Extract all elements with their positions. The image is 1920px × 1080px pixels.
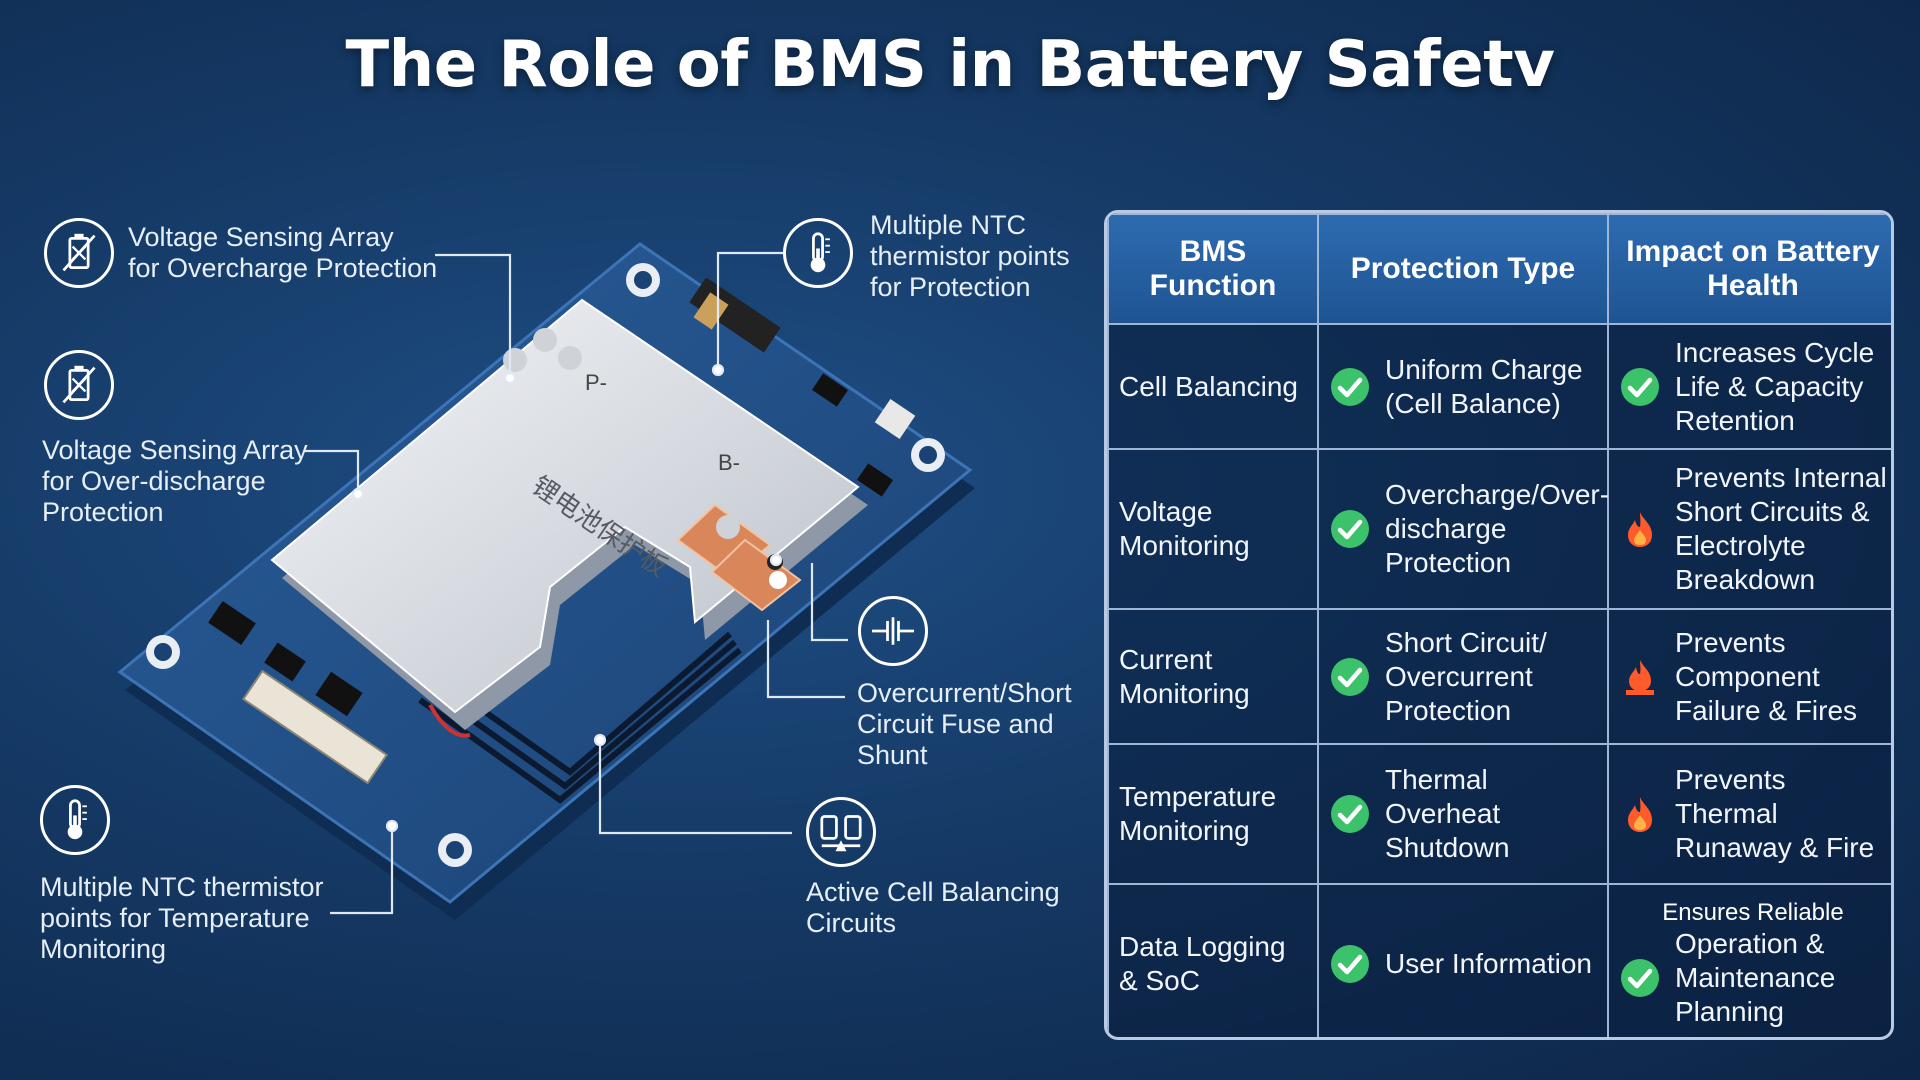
battery-cross-icon bbox=[44, 218, 114, 288]
table-row: Data Logging & SoC User Information Ensu… bbox=[1107, 883, 1891, 1037]
flame-icon bbox=[1619, 793, 1661, 835]
table-row: Temperature Monitoring Thermal Overheat … bbox=[1107, 743, 1891, 885]
check-icon bbox=[1619, 957, 1661, 999]
balance-icon bbox=[806, 797, 876, 867]
callout-over-discharge: Voltage Sensing Array for Over-discharge… bbox=[42, 435, 308, 527]
impact-cell: Prevents Internal Short Circuits & Elect… bbox=[1675, 462, 1887, 595]
protection-cell: Short Circuit/ Overcurrent Protection bbox=[1385, 626, 1547, 726]
function-cell: Temperature Monitoring bbox=[1107, 743, 1319, 885]
pad-label-p: P- bbox=[585, 370, 607, 395]
bms-function-table: BMS Function Protection Type Impact on B… bbox=[1104, 210, 1894, 1040]
fuse-icon bbox=[858, 596, 928, 666]
battery-cross-icon bbox=[44, 350, 114, 420]
function-cell: Data Logging & SoC bbox=[1107, 883, 1319, 1037]
fire-icon bbox=[1619, 656, 1661, 698]
pad-label-b: B- bbox=[718, 450, 740, 475]
header-bms-function: BMS Function bbox=[1107, 213, 1319, 325]
protection-cell: User Information bbox=[1385, 948, 1592, 979]
impact-cell: Increases Cycle Life & Capacity Retentio… bbox=[1675, 336, 1875, 436]
function-cell: Cell Balancing bbox=[1107, 323, 1319, 450]
callout-overcurrent-fuse: Overcurrent/Short Circuit Fuse and Shunt bbox=[857, 678, 1072, 770]
protection-cell: Thermal Overheat Shutdown bbox=[1385, 764, 1510, 863]
callout-ntc-temperature: Multiple NTC thermistor points for Tempe… bbox=[40, 872, 324, 964]
callout-cell-balancing: Active Cell Balancing Circuits bbox=[806, 877, 1060, 938]
impact-note: Ensures Reliable bbox=[1662, 899, 1844, 926]
callout-overcharge: Voltage Sensing Array for Overcharge Pro… bbox=[128, 222, 438, 283]
flame-icon bbox=[1619, 508, 1661, 550]
check-icon bbox=[1329, 793, 1371, 835]
impact-cell: Prevents Component Failure & Fires bbox=[1675, 626, 1858, 726]
page-title: The Role of BMS in Battery Safetv bbox=[345, 28, 1555, 102]
bms-board-diagram: 锂电池保护板 P- B- bbox=[117, 242, 975, 920]
copper-terminals bbox=[503, 328, 802, 612]
callout-ntc-protection: Multiple NTC thermistor points for Prote… bbox=[870, 210, 1070, 302]
thermometer-icon bbox=[783, 218, 853, 288]
protection-cell: Overcharge/Over-discharge Protection bbox=[1385, 479, 1610, 578]
shield-cover: 锂电池保护板 P- B- bbox=[270, 298, 868, 730]
table-row: Voltage Monitoring Overcharge/Over-disch… bbox=[1107, 448, 1891, 610]
function-cell: Current Monitoring bbox=[1107, 608, 1319, 745]
table-row: Current Monitoring Short Circuit/ Overcu… bbox=[1107, 608, 1891, 745]
protection-cell: Uniform Charge (Cell Balance) bbox=[1385, 353, 1583, 419]
function-cell: Voltage Monitoring bbox=[1107, 448, 1319, 610]
impact-cell: Operation & Maintenance Planning bbox=[1675, 928, 1836, 1027]
check-icon bbox=[1329, 366, 1371, 408]
table-row: Cell Balancing Uniform Charge (Cell Bala… bbox=[1107, 323, 1891, 450]
check-icon bbox=[1329, 508, 1371, 550]
leader-lines bbox=[305, 251, 848, 915]
thermometer-icon bbox=[40, 785, 110, 855]
check-icon bbox=[1329, 943, 1371, 985]
impact-cell: Prevents Thermal Runaway & Fire bbox=[1675, 764, 1875, 863]
check-icon bbox=[1619, 366, 1661, 408]
check-icon bbox=[1329, 656, 1371, 698]
header-impact: Impact on Battery Health bbox=[1607, 213, 1891, 325]
header-protection-type: Protection Type bbox=[1317, 213, 1609, 325]
